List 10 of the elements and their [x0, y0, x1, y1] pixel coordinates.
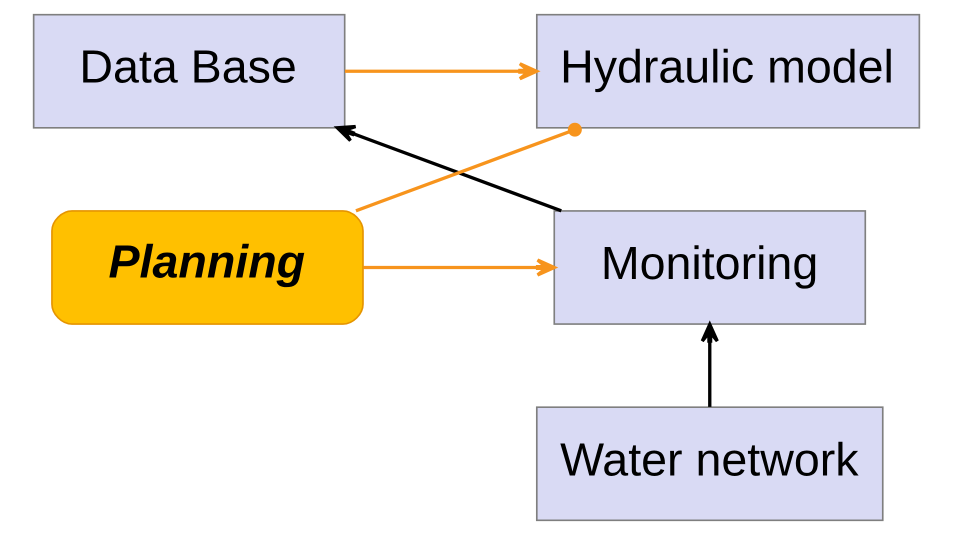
node-box: Water network: [536, 406, 884, 522]
node-box: Hydraulic model: [536, 14, 920, 129]
node-box: Planning: [51, 210, 364, 325]
node-box: Data Base: [32, 14, 346, 129]
arrow: [336, 124, 562, 212]
node-box: Monitoring: [553, 210, 866, 325]
connector: [355, 122, 582, 212]
arrow: [700, 322, 719, 407]
arrow: [344, 62, 538, 80]
arrow: [363, 258, 556, 277]
